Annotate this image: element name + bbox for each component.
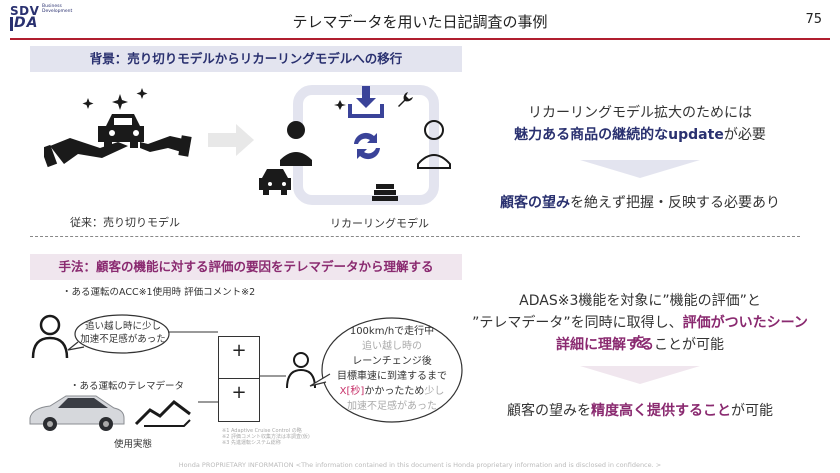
section2-text-line4-start: 顧客の望みを bbox=[507, 403, 591, 419]
section2-text-line2: ”テレマデータ”を同時に取得し、評価がついたシーンを bbox=[470, 312, 810, 352]
section1-highlight2: 顧客の望み bbox=[500, 195, 570, 211]
combine-box bbox=[218, 336, 260, 422]
section1-text-line2: 魅力ある商品の継続的なupdateが必要 bbox=[478, 124, 802, 144]
combine-box-divider bbox=[218, 378, 259, 379]
handshake-car-icon bbox=[44, 88, 192, 168]
page-title: テレマデータを用いた日記調査の事例 bbox=[292, 13, 548, 31]
label-comment: ・ある運転のACC※1使用時 評価コメント※2 bbox=[62, 287, 256, 298]
section2-highlight3: 精度高く提供すること bbox=[591, 403, 731, 419]
bubble2-line5-end: 少し bbox=[424, 386, 445, 397]
label-telemetry: ・ある運転のテレマデータ bbox=[70, 381, 185, 392]
bubble2-line3: レーンチェンジ後 bbox=[352, 356, 432, 367]
page-number: 75 bbox=[805, 12, 822, 27]
section2-text-line1: ADAS※3機能を対象に”機能の評価”と bbox=[519, 293, 761, 309]
section2-text-line4: 顧客の望みを精度高く提供することが可能 bbox=[478, 400, 802, 420]
down-arrow-2 bbox=[580, 366, 700, 384]
logo-da: DA bbox=[14, 15, 39, 31]
bubble1-line2: 加速不足感があった bbox=[80, 334, 166, 345]
bubble2-text: 100km/hで走行中 追い越し時の レーンチェンジ後 目標車速に到達するまで … bbox=[334, 324, 450, 414]
logo-subtitle: Business Development bbox=[42, 4, 73, 14]
car-photo bbox=[29, 395, 125, 431]
bubble1-line1: 追い越し時に少し bbox=[84, 321, 161, 332]
label-usage: 使用実態 bbox=[114, 439, 153, 450]
section2-text-line3: 詳細に理解することが可能 bbox=[478, 334, 802, 354]
bubble2-line4: 目標車速に到達するまで bbox=[337, 371, 447, 382]
bubble2-line6: 加速不足感があった bbox=[347, 401, 437, 412]
bubble2-line5-middle: かかったため bbox=[364, 386, 425, 397]
section2-text-line4-rest: が可能 bbox=[731, 403, 773, 419]
bubble2-line5: X[秒]かかったため少し bbox=[334, 384, 450, 399]
section1-banner: 背景：売り切りモデルからリカーリングモデルへの移行 bbox=[30, 46, 462, 72]
bubble2-line5-duration: X[秒] bbox=[339, 386, 365, 397]
speech-bubble-1 bbox=[67, 314, 170, 354]
bubble1-text: 追い越し時に少し 加速不足感があった bbox=[78, 320, 168, 346]
section1-text-line3-rest: を絶えず把握・反映する必要あり bbox=[570, 195, 780, 211]
logo-sdv: SDV bbox=[10, 4, 40, 18]
caption-recurring: リカーリングモデル bbox=[330, 217, 429, 230]
confidentiality-footer: Honda PROPRIETARY INFORMATION <The infor… bbox=[178, 461, 662, 469]
caption-conventional: 従来：売り切りモデル bbox=[70, 216, 180, 229]
footnote-2: ※2 評価コメント収集方法は本調査(仮) bbox=[222, 434, 310, 440]
person-icon bbox=[31, 314, 69, 359]
section1-text-line2-rest: が必要 bbox=[723, 127, 766, 143]
section1-text-line1: リカーリングモデル拡大のためには bbox=[528, 105, 752, 121]
bubble2-line1: 100km/hで走行中 bbox=[349, 326, 435, 337]
speech-bubble-2 bbox=[309, 317, 463, 423]
section-divider bbox=[30, 236, 800, 237]
arrow-right-icon bbox=[208, 124, 254, 156]
section2-banner: 手法：顧客の機能に対する評価の要因をテレマデータから理解する bbox=[30, 254, 462, 280]
section1-text-line3: 顧客の望みを絶えず把握・反映する必要あり bbox=[478, 192, 802, 212]
down-arrow-1 bbox=[580, 160, 700, 178]
section2-text-line2-start: ”テレマデータ”を同時に取得し、 bbox=[472, 315, 683, 331]
connector-lines bbox=[168, 331, 286, 403]
title-divider bbox=[10, 38, 830, 40]
footnote-3: ※3 先進運転システム総称 bbox=[222, 440, 281, 446]
footnote-1: ※1 Adaptive Cruise Control の略 bbox=[222, 428, 302, 434]
plus-icon-1: + bbox=[231, 340, 247, 361]
telemetry-graph-icon bbox=[134, 400, 191, 427]
section2-highlight1: 評価がついたシーンを bbox=[633, 315, 808, 351]
bubble2-line2: 追い越し時の bbox=[362, 341, 422, 352]
plus-icon-2: + bbox=[231, 382, 247, 403]
section2-highlight2: 詳細に理解する bbox=[556, 337, 654, 353]
footnotes: ※1 Adaptive Cruise Control の略 ※2 評価コメント収… bbox=[222, 428, 332, 446]
analyst-person-icon bbox=[286, 352, 316, 389]
recurring-cycle-icon bbox=[259, 85, 451, 205]
section2-text-line3-rest: ことが可能 bbox=[654, 337, 724, 353]
section1-highlight1: 魅力ある商品の継続的なupdate bbox=[514, 127, 724, 143]
logo-bar bbox=[10, 17, 13, 31]
